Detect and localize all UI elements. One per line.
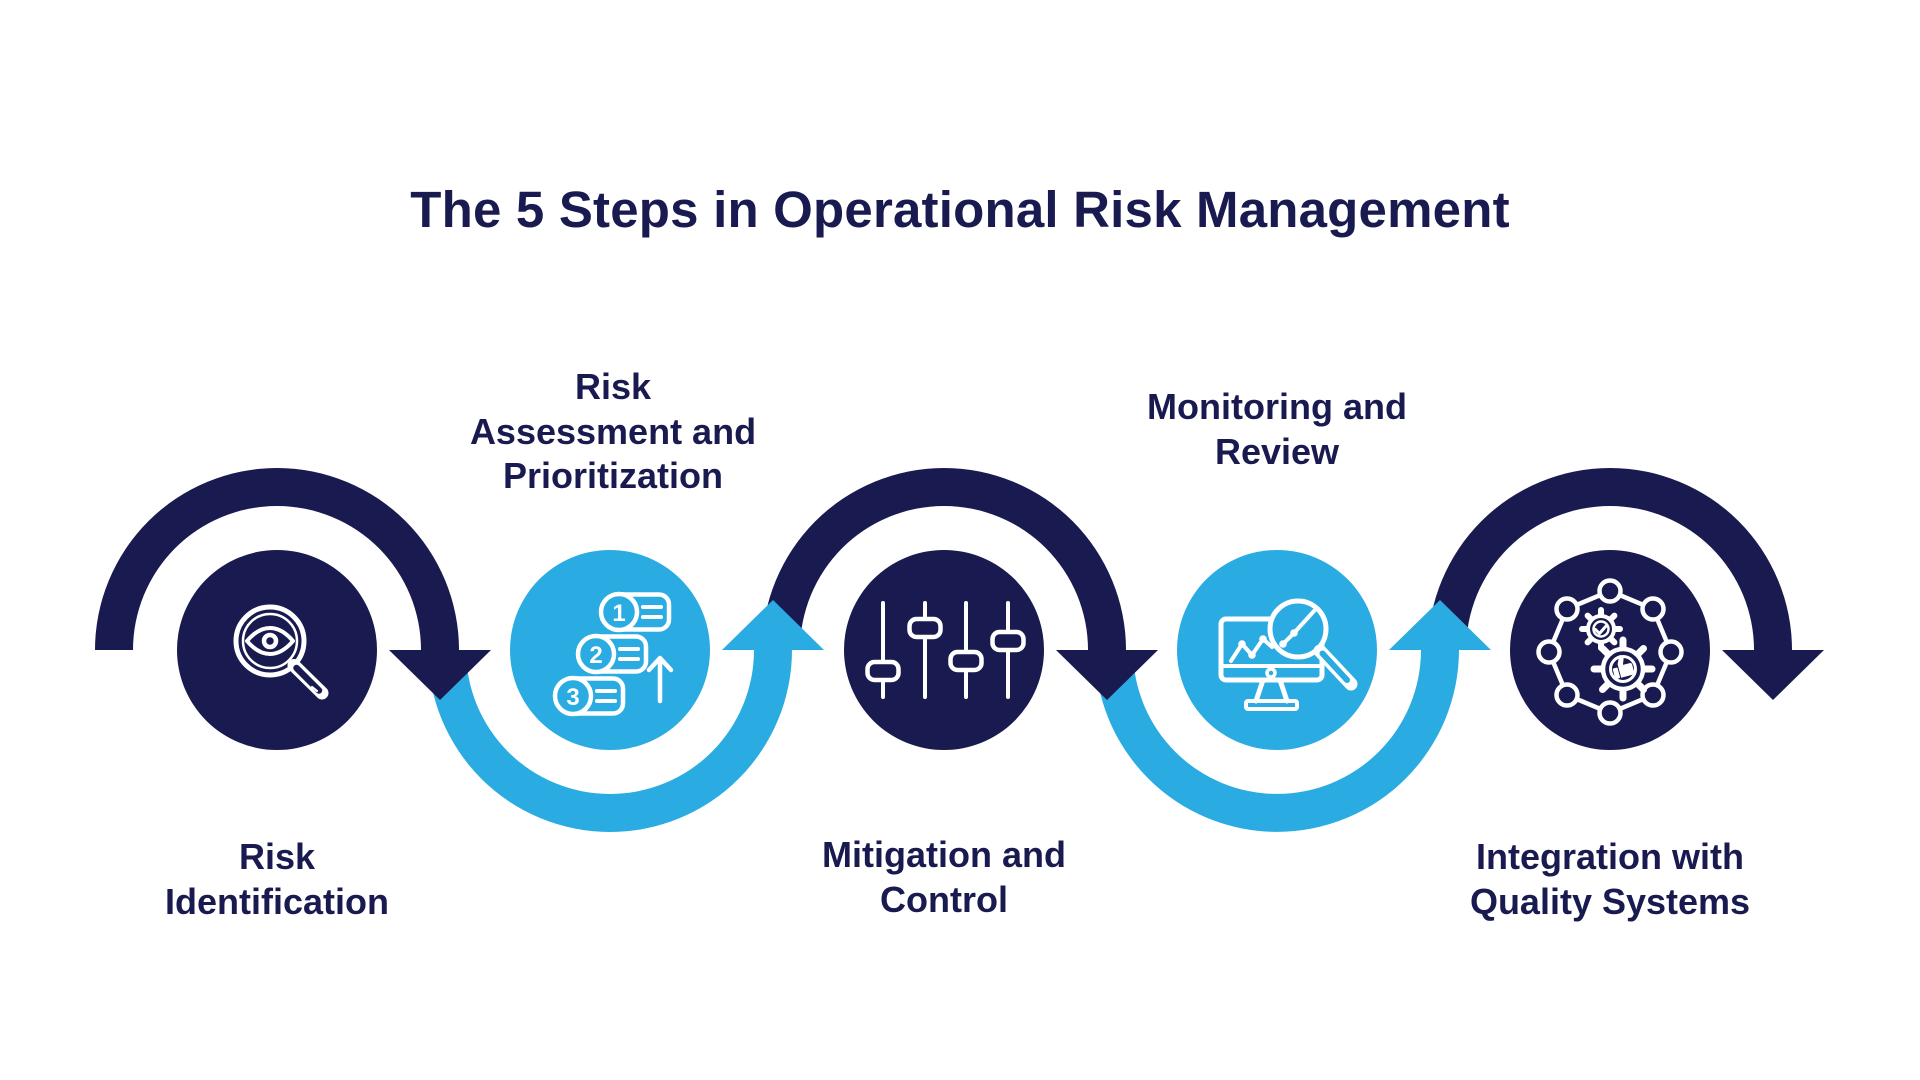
flow-arc-5 — [1428, 468, 1824, 700]
network-gears-icon — [1536, 578, 1684, 726]
arrowhead-down-icon — [1056, 650, 1158, 700]
monitor-chart-magnifier-icon — [1218, 598, 1358, 711]
step-4-circle-group — [1177, 550, 1377, 750]
arrowhead-up-icon — [1389, 600, 1491, 650]
step-4-label: Monitoring and Review — [1147, 386, 1407, 472]
step-3-circle — [844, 550, 1044, 750]
svg-text:1: 1 — [612, 600, 625, 627]
step-2-label: Risk Assessment and Prioritization — [469, 366, 757, 497]
step-1-label: Risk Identification — [165, 836, 389, 922]
step-1-circle-group — [177, 550, 377, 750]
step-5-label: Integration with Quality Systems — [1469, 836, 1751, 922]
step-1-circle — [177, 550, 377, 750]
arrowhead-down-icon — [1722, 650, 1824, 700]
flow-arc-2 — [428, 600, 824, 832]
arrowhead-up-icon — [722, 600, 824, 650]
numbered-priority-list-icon: 1 2 3 — [552, 591, 674, 717]
page-title: The 5 Steps in Operational Risk Manageme… — [410, 181, 1510, 239]
step-3-circle-group — [844, 550, 1044, 750]
flow-arc-1 — [95, 468, 491, 700]
svg-text:3: 3 — [566, 684, 579, 711]
flow-arc-3 — [762, 468, 1158, 700]
flow-arc-4 — [1095, 600, 1491, 832]
check-icon — [1594, 624, 1608, 635]
step-5-circle-group — [1510, 550, 1710, 750]
step-2-circle-group: 1 2 3 — [510, 550, 710, 750]
step-3-label: Mitigation and Control — [822, 834, 1066, 920]
magnifier-eye-icon — [233, 604, 329, 700]
svg-text:2: 2 — [589, 642, 602, 669]
thumbs-up-icon — [1612, 655, 1635, 680]
arrow-up-icon — [646, 655, 674, 704]
sliders-icon — [865, 601, 1026, 699]
arrowhead-down-icon — [389, 650, 491, 700]
